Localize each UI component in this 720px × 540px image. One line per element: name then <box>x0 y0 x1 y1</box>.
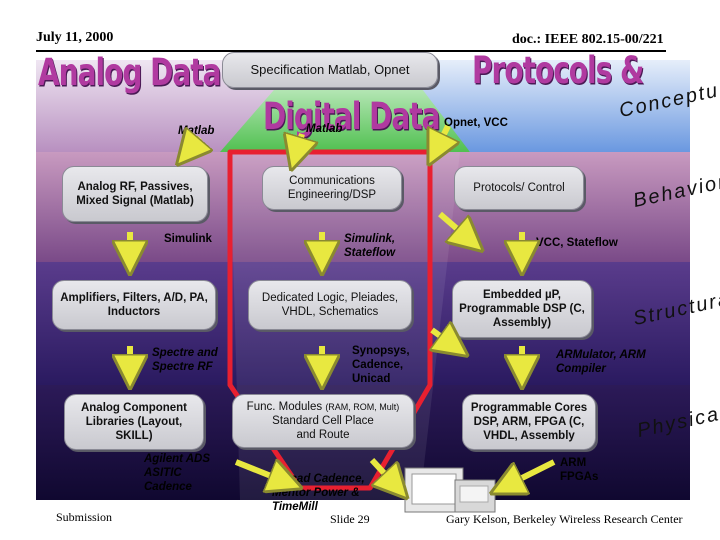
label-simulink: Simulink <box>164 233 212 245</box>
analog-component-box: Analog Component Libraries (Layout, SKIL… <box>64 394 204 450</box>
label-simulink-stateflow: Simulink, Stateflow <box>344 233 396 259</box>
programmable-cores-box: Programmable Cores DSP, ARM, FPGA (C, VH… <box>462 394 596 450</box>
title-analog-data: Analog Data <box>38 50 222 95</box>
label-armulator: ARMulator, ARM Compiler <box>556 349 646 375</box>
label-matlab-center: Matlab <box>306 123 343 135</box>
footer-submission: Submission <box>56 510 113 524</box>
dedicated-logic-box: Dedicated Logic, Pleiades, VHDL, Schemat… <box>248 280 412 330</box>
title-protocols: Protocols & <box>472 48 644 93</box>
func-modules-line1: Func. Modules (RAM, ROM, Mult) <box>247 400 400 414</box>
analog-rf-box: Analog RF, Passives, Mixed Signal (Matla… <box>62 166 208 222</box>
header-doc: doc.: IEEE 802.15-00/221 <box>512 32 664 47</box>
header-date: July 11, 2000 <box>36 30 114 45</box>
label-vcc-stateflow: VCC, Stateflow <box>536 237 618 249</box>
header-rule <box>36 50 666 52</box>
embedded-box: Embedded µP, Programmable DSP (C, Assemb… <box>452 280 592 338</box>
func-modules-parts: (RAM, ROM, Mult) <box>325 402 400 412</box>
label-spectre: Spectre and Spectre RF <box>152 347 218 373</box>
label-opnet-vcc: Opnet, VCC <box>444 117 508 129</box>
spec-box: Specification Matlab, Opnet <box>222 52 438 88</box>
title-digital-data: Digital Data <box>263 94 441 139</box>
label-unicad: Unicad Cadence, Mentor Power & TimeMill <box>272 473 365 513</box>
label-matlab-left: Matlab <box>178 125 215 137</box>
footer-author: Gary Kelson, Berkeley Wireless Research … <box>446 512 683 526</box>
func-modules-rest: Standard Cell Place and Route <box>272 415 374 441</box>
protocol-region <box>400 60 690 152</box>
footer-slide: Slide 29 <box>330 512 370 526</box>
func-modules-title: Func. Modules <box>246 401 323 413</box>
protocols-box: Protocols/ Control <box>454 166 584 210</box>
communications-box: Communications Engineering/DSP <box>262 166 402 210</box>
label-synopsys: Synopsys, Cadence, Unicad <box>352 345 410 385</box>
func-modules-box: Func. Modules (RAM, ROM, Mult) Standard … <box>232 394 414 448</box>
computer-illustration <box>404 467 496 513</box>
label-arm-fpgas: ARM FPGAs <box>560 457 599 483</box>
label-agilent: Agilent ADS ASITIC Cadence <box>144 453 211 493</box>
amplifiers-box: Amplifiers, Filters, A/D, PA, Inductors <box>52 280 216 330</box>
